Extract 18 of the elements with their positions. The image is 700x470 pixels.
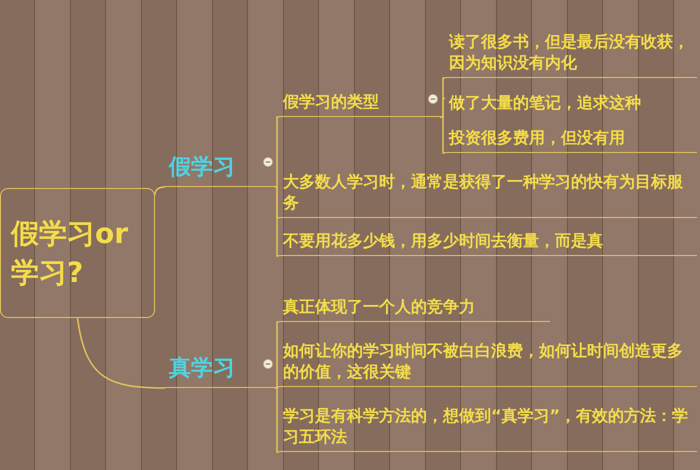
connector-line <box>275 116 279 188</box>
connector-line <box>76 318 166 389</box>
subtopic: 读了很多书，但是最后没有收获，因为知识没有内化 <box>445 16 697 78</box>
subtopic: 真正体现了一个人的竞争力 <box>279 288 550 322</box>
connector-line <box>440 116 445 154</box>
subtopic: 学习是有科学方法的，想做到“真学习”，有效的方法：学习五环法 <box>279 390 697 452</box>
subtopic: 做了大量的笔记，追求这种 <box>445 80 697 117</box>
subtopic: 不要用花多少钱，用多少时间去衡量，而是真 <box>279 220 697 256</box>
connector-line <box>275 386 279 389</box>
connector-line <box>275 321 279 389</box>
subtopic: 投资很多费用，但没有用 <box>445 117 697 153</box>
connector-line <box>275 186 279 257</box>
subtopic: 如何让你的学习时间不被白白浪费，如何让时间创造更多的价值，这很关键 <box>279 324 697 387</box>
connector-line <box>154 186 166 196</box>
connector-line <box>440 98 445 118</box>
central-topic-box: 假学习or学习? <box>0 188 155 318</box>
subtopic: 大多数人学习时，通常是获得了一种学习的快有为目标服务 <box>279 155 697 218</box>
connector-line <box>275 387 279 453</box>
